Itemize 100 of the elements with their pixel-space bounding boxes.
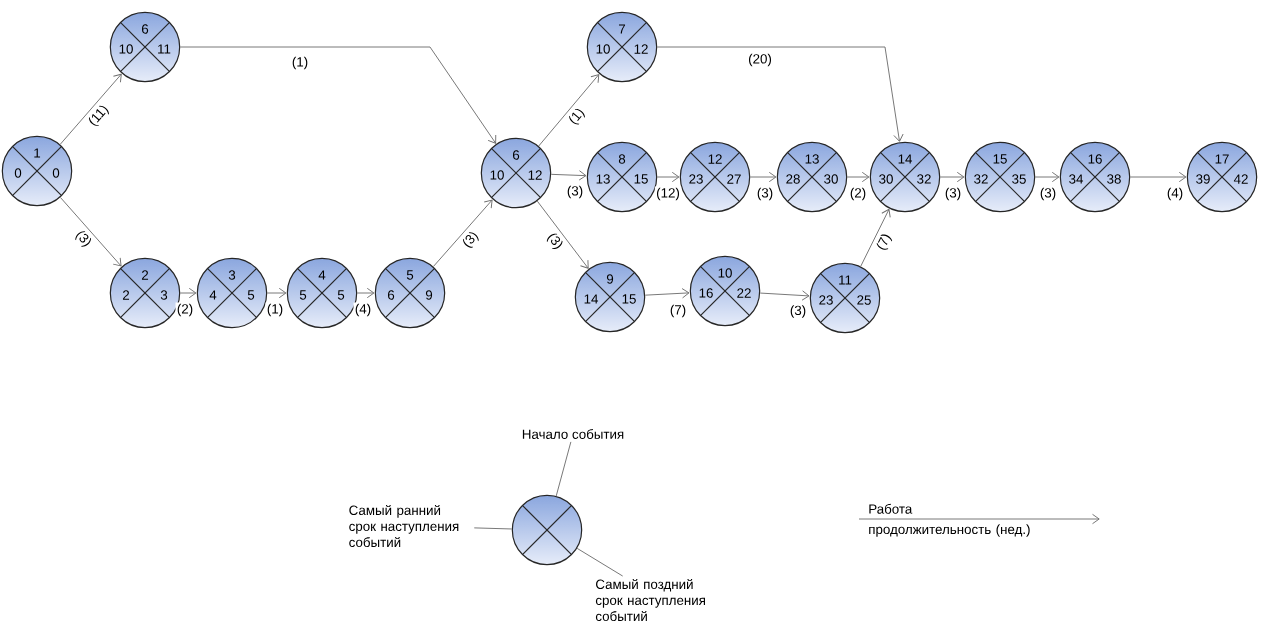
arrow — [749, 171, 777, 183]
arrow — [59, 196, 122, 267]
early-time: 10 — [119, 44, 133, 54]
leader-line — [473, 527, 513, 530]
arrow — [432, 199, 493, 268]
event-number: 4 — [318, 270, 326, 280]
early-time: 23 — [689, 174, 703, 184]
legend-note: продолжительность (нед.) — [869, 524, 1030, 537]
early-time: 34 — [1069, 174, 1084, 184]
event-number: 17 — [1215, 154, 1229, 164]
callout-text: Самый ранний срок наступления событий — [349, 505, 459, 547]
late-time: 12 — [634, 44, 648, 54]
early-time: 5 — [299, 290, 307, 300]
early-time: 0 — [14, 168, 22, 178]
edge-label: (3) — [565, 184, 585, 200]
early-time: 13 — [596, 174, 610, 184]
late-time: 11 — [158, 44, 171, 54]
event-number: 6 — [512, 150, 520, 160]
edge-label: (3) — [458, 227, 483, 253]
edge-label: (3) — [1038, 186, 1058, 202]
arrow — [179, 46, 497, 144]
legend-text: Работа — [869, 503, 913, 514]
callout-text: Самый поздний срок наступления событий — [595, 579, 705, 621]
edge-label: (2) — [848, 186, 868, 202]
edge-label: (2) — [175, 302, 195, 318]
late-time: 15 — [622, 294, 636, 304]
late-time: 0 — [52, 168, 60, 178]
event-number: 2 — [141, 270, 149, 280]
arrow — [550, 170, 587, 181]
early-time: 4 — [209, 290, 217, 300]
early-time: 6 — [387, 290, 395, 300]
early-time: 16 — [699, 288, 713, 298]
late-time: 9 — [425, 290, 433, 300]
arrow — [59, 73, 122, 145]
event-number: 11 — [839, 275, 852, 285]
arrow — [939, 171, 965, 183]
arrow — [356, 287, 375, 299]
early-time: 30 — [879, 174, 893, 184]
edge-label: (7) — [668, 303, 688, 319]
arrow — [538, 74, 600, 147]
late-time: 32 — [917, 174, 931, 184]
leader-line — [576, 547, 624, 577]
late-time: 27 — [727, 174, 741, 184]
callout-text: Начало события — [522, 429, 624, 439]
early-time: 2 — [122, 290, 130, 300]
event-number: 1 — [34, 148, 41, 158]
arrow — [860, 208, 891, 267]
arrow — [656, 46, 904, 142]
late-time: 5 — [247, 290, 255, 300]
late-time: 42 — [1233, 174, 1248, 184]
edge-label: (7) — [873, 230, 896, 254]
arrow — [536, 200, 589, 269]
edge-label: (3) — [542, 229, 567, 254]
early-time: 10 — [596, 44, 610, 54]
early-time: 10 — [490, 170, 504, 180]
arrow — [1129, 171, 1187, 183]
event-number: 15 — [993, 154, 1007, 164]
event-number: 6 — [141, 24, 149, 34]
arrow — [1034, 171, 1060, 183]
early-time: 14 — [584, 294, 599, 304]
early-time: 23 — [819, 295, 833, 305]
edge-label: (3) — [788, 303, 808, 320]
late-time: 15 — [634, 174, 648, 184]
edge-label: (3) — [755, 186, 775, 202]
event-number: 3 — [228, 270, 236, 280]
late-time: 25 — [857, 295, 871, 305]
late-time: 30 — [824, 174, 838, 184]
edge-label: (3) — [71, 226, 96, 252]
event-number: 8 — [618, 154, 626, 164]
event-number: 9 — [606, 274, 614, 284]
legend-circle — [511, 494, 583, 566]
leader-line — [555, 441, 572, 497]
event-number: 13 — [805, 154, 819, 164]
edge-label: (4) — [353, 302, 373, 318]
arrow — [846, 171, 870, 183]
edge-label: (1) — [565, 104, 589, 129]
arrow — [759, 290, 810, 301]
late-time: 5 — [337, 290, 345, 300]
arrow — [656, 171, 680, 183]
event-number: 7 — [619, 24, 626, 34]
early-time: 32 — [974, 174, 988, 184]
arrow — [644, 288, 690, 299]
late-time: 22 — [737, 288, 751, 298]
event-number: 5 — [406, 270, 414, 280]
late-time: 3 — [160, 290, 168, 300]
late-time: 38 — [1107, 174, 1121, 184]
late-time: 12 — [528, 170, 542, 180]
late-time: 35 — [1012, 174, 1026, 184]
event-number: 14 — [898, 154, 913, 164]
edge-label: (11) — [84, 101, 113, 131]
early-time: 28 — [786, 174, 800, 184]
edge-label: (1) — [265, 302, 285, 318]
edge-label: (3) — [943, 186, 963, 202]
edge-label: (12) — [654, 186, 682, 202]
edge-label: (4) — [1165, 186, 1185, 202]
event-number: 16 — [1088, 154, 1102, 164]
edge-label: (20) — [746, 52, 774, 68]
early-time: 39 — [1196, 174, 1210, 184]
arrow — [266, 287, 287, 299]
arrow — [179, 287, 197, 299]
